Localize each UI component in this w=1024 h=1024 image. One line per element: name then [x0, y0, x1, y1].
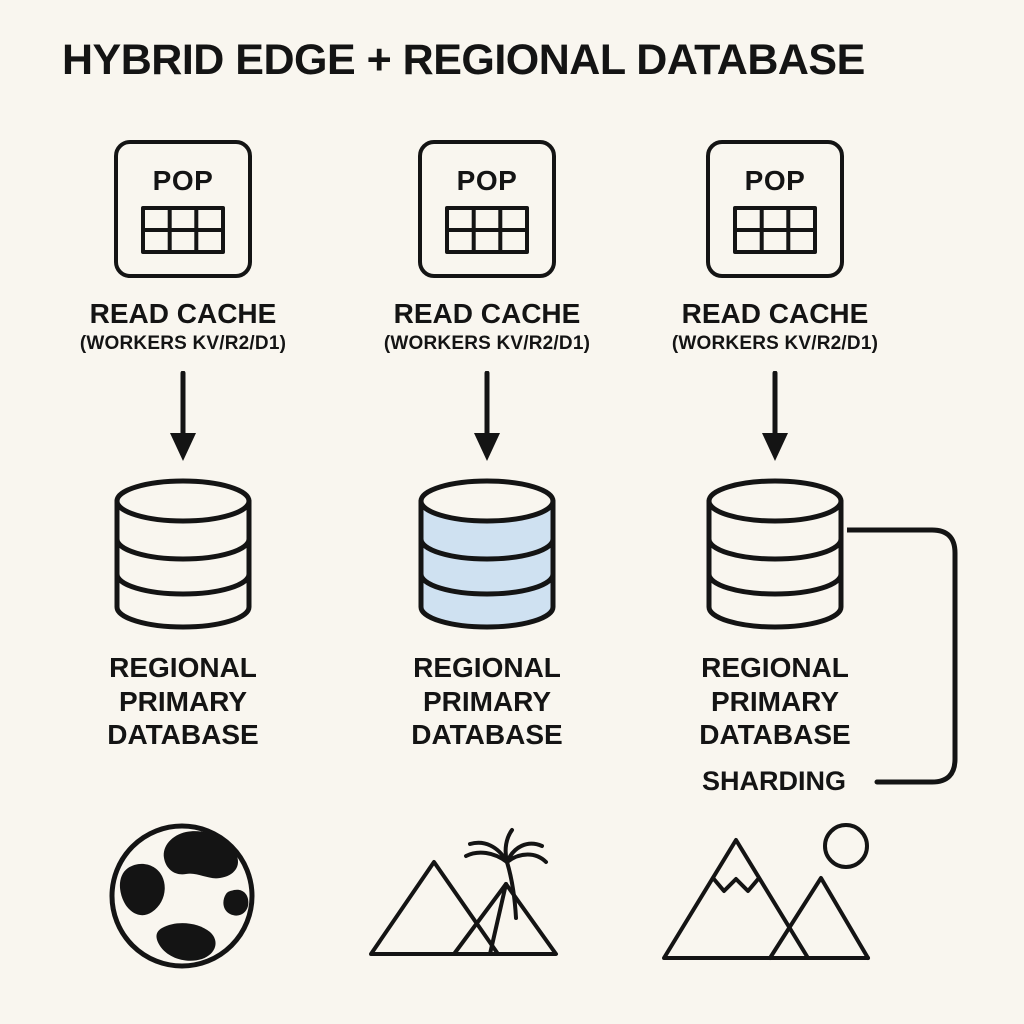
regional-database-icon	[114, 478, 252, 630]
workers-label: (WORKERS KV/R2/D1)	[79, 333, 287, 354]
edge-column-1: POP READ CACHE (WORKERS KV/R2/D1) REGION…	[33, 140, 333, 752]
down-arrow-icon	[762, 371, 788, 461]
server-grid-icon	[141, 205, 225, 254]
sharding-connector	[847, 527, 958, 785]
database-label: REGIONAL PRIMARY DATABASE	[107, 652, 259, 751]
globe-icon	[109, 823, 255, 969]
pop-box: POP	[418, 140, 556, 278]
workers-label: (WORKERS KV/R2/D1)	[383, 333, 591, 354]
server-grid-icon	[445, 205, 529, 254]
edge-column-2: POP READ CACHE (WORKERS KV/R2/D1) REGION…	[337, 140, 637, 752]
mountains-icon	[662, 823, 870, 960]
regional-database-highlighted-icon	[418, 478, 556, 630]
database-label: REGIONAL PRIMARY DATABASE	[411, 652, 563, 751]
read-cache-label: READ CACHE	[681, 298, 869, 329]
read-cache-label: READ CACHE	[89, 298, 277, 329]
pop-label: POP	[152, 164, 214, 196]
page-title: HYBRID EDGE + REGIONAL DATABASE	[62, 36, 865, 84]
down-arrow-icon	[474, 371, 500, 461]
pop-label: POP	[456, 164, 518, 196]
sharding-label: SHARDING	[702, 766, 847, 796]
pop-label: POP	[744, 164, 806, 196]
database-label: REGIONAL PRIMARY DATABASE	[699, 652, 851, 751]
pop-box: POP	[706, 140, 844, 278]
pop-box: POP	[114, 140, 252, 278]
down-arrow-icon	[170, 371, 196, 461]
read-cache-label: READ CACHE	[393, 298, 581, 329]
server-grid-icon	[733, 205, 817, 254]
workers-label: (WORKERS KV/R2/D1)	[671, 333, 879, 354]
pyramids-icon	[369, 828, 558, 956]
edge-column-3: POP READ CACHE (WORKERS KV/R2/D1) REGION…	[625, 140, 925, 752]
regional-database-icon	[706, 478, 844, 630]
